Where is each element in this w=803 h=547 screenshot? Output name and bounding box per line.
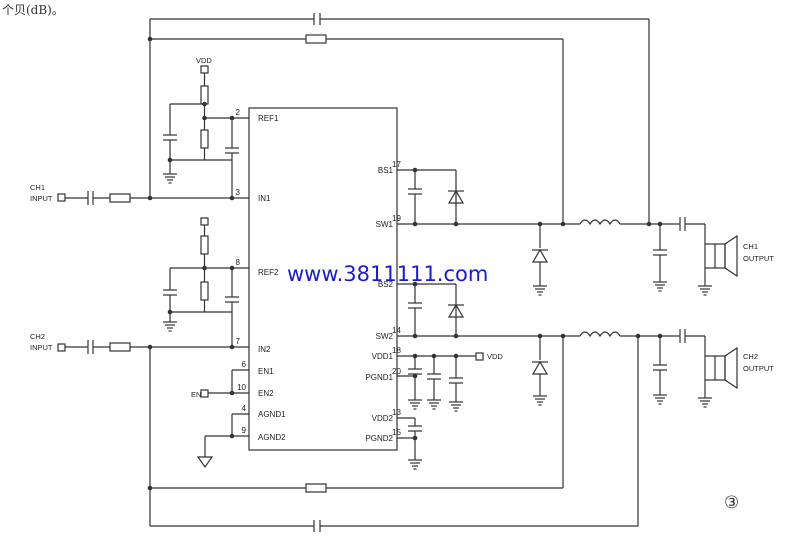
- ground-symbols: [162, 173, 713, 470]
- pin-name: IN2: [258, 345, 271, 354]
- pin-number: 4: [242, 404, 247, 413]
- pin-name: EN1: [258, 367, 274, 376]
- pin-number: 19: [392, 214, 401, 223]
- pin-number: 18: [392, 346, 401, 355]
- header-fragment: 个贝(dB)。: [2, 3, 64, 17]
- pin-number: 6: [242, 360, 247, 369]
- pin-name: EN2: [258, 389, 274, 398]
- pin-number: 7: [236, 337, 241, 346]
- watermark: www.3811111.com: [287, 262, 488, 286]
- ch2-name: CH2: [30, 332, 45, 341]
- ic-body: [248, 107, 398, 451]
- pin-name: PGND2: [365, 434, 393, 443]
- pin-name: AGND2: [258, 433, 286, 442]
- pin-name: PGND1: [365, 373, 393, 382]
- pin-name: BS1: [378, 166, 394, 175]
- ch1-out-name: CH1: [743, 242, 758, 251]
- pin-number: 10: [237, 383, 246, 392]
- pin-name: BS2: [378, 280, 394, 289]
- pin-number: 8: [236, 258, 241, 267]
- wires: [57, 13, 738, 532]
- pin-name: REF2: [258, 268, 279, 277]
- pin-name: SW2: [376, 332, 394, 341]
- pin-number: 2: [236, 108, 241, 117]
- pin-number: 13: [392, 408, 401, 417]
- pin-number: 15: [392, 428, 401, 437]
- pin-name: AGND1: [258, 410, 286, 419]
- pin-number: 20: [392, 367, 401, 376]
- vdd-right-label: VDD: [487, 352, 503, 361]
- en-label: EN: [191, 390, 201, 399]
- pin-name: VDD2: [372, 414, 394, 423]
- figure-number: ③: [724, 493, 739, 513]
- pin-number: 17: [392, 160, 401, 169]
- ic-left-pins: 2 REF1 3 IN1 8 REF2 7 IN2 6 EN1 10 EN2 4…: [236, 108, 287, 442]
- pin-name: IN1: [258, 194, 271, 203]
- ch2-output-label: OUTPUT: [743, 364, 774, 373]
- ch1-input-label: INPUT: [30, 194, 53, 203]
- pin-number: 3: [236, 188, 241, 197]
- ch1-name: CH1: [30, 183, 45, 192]
- pin-name: SW1: [376, 220, 394, 229]
- ic-right-pins: BS1 17 SW1 19 BS2 SW2 14 VDD1 18 PGND1 2…: [365, 160, 401, 443]
- pin-number: 14: [392, 326, 401, 335]
- pin-number: 9: [242, 426, 247, 435]
- junction-dots: [147, 36, 663, 491]
- pin-name: VDD1: [372, 352, 394, 361]
- pin-name: REF1: [258, 114, 279, 123]
- vdd-top-label: VDD: [196, 56, 212, 65]
- ch2-out-name: CH2: [743, 352, 758, 361]
- ch1-output-label: OUTPUT: [743, 254, 774, 263]
- ch2-input-label: INPUT: [30, 343, 53, 352]
